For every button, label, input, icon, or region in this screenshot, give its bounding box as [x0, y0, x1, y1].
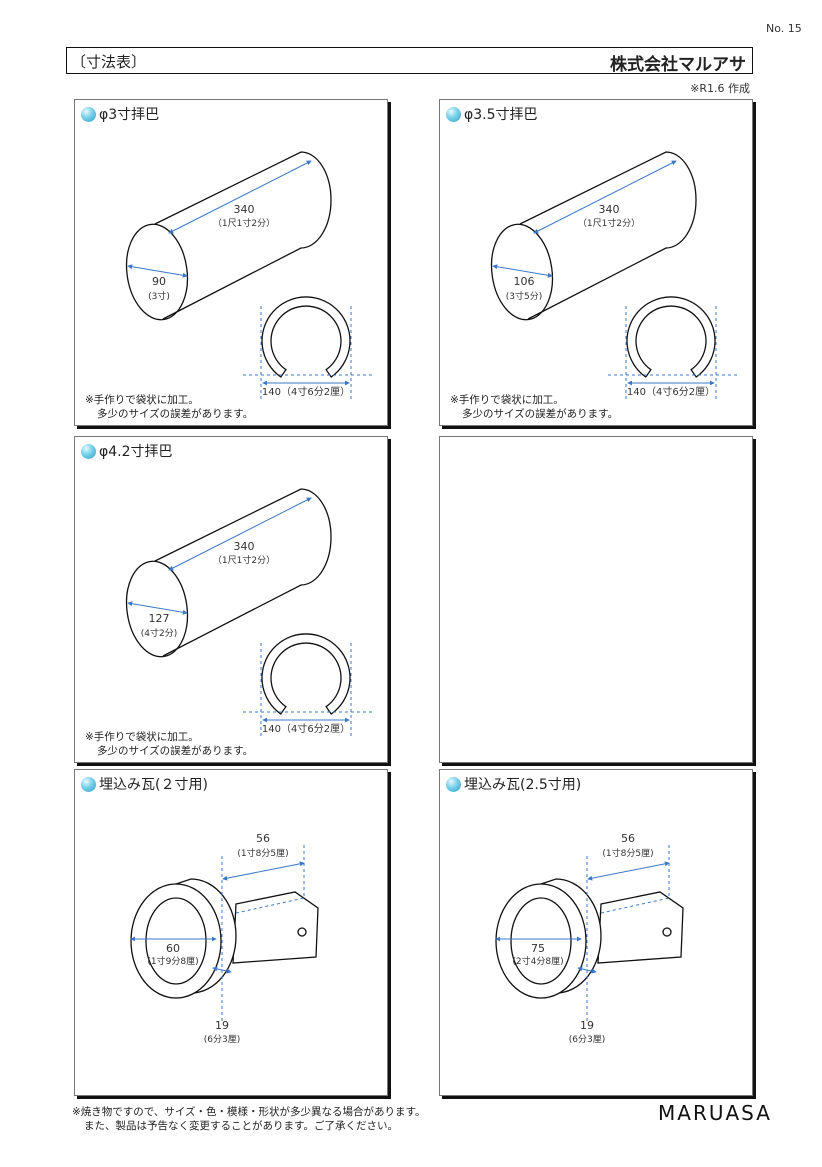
tile-drawing: 56 (1寸8分5厘) 75 (2寸4分8厘) 19 (6分3厘) [495, 832, 684, 1045]
ring-section [261, 633, 351, 715]
note-line1: ※手作りで袋状に加工。 [85, 394, 199, 406]
dimension-label-rim: 19 [215, 1019, 229, 1032]
dimension-label-rim: 19 [580, 1019, 594, 1032]
note-line1: ※手作りで袋状に加工。 [450, 394, 564, 406]
panel-title: 埋込み瓦(2.5寸用) [464, 777, 582, 793]
cylinder-drawing: 340 （1尺1寸2分） 106 (3寸5分) 140（4寸6分2厘） [490, 151, 738, 402]
page-title: 〔寸法表〕 [71, 53, 147, 71]
cylinder-end [125, 560, 189, 658]
footer-note-1: ※焼き物ですので、サイズ・色・模様・形状が多少異なる場合があります。 [72, 1106, 426, 1118]
dimension-label-diameter: 106 [514, 275, 535, 288]
dimension-label-rim-sun: (6分3厘) [204, 1034, 240, 1045]
bullet-ball-icon [446, 107, 461, 122]
panel-title: φ4.2寸拝巴 [99, 444, 173, 460]
note-line1: ※手作りで袋状に加工。 [85, 731, 199, 743]
cylinder-end [125, 223, 189, 321]
panel-phi4-2: 340 （1尺1寸2分） 127 (4寸2分) 140（4寸6分2厘） φ4.2… [74, 436, 388, 763]
panel-title: 埋込み瓦(２寸用) [99, 777, 208, 793]
cylinder-drawing: 340 （1尺1寸2分） 90 (3寸) 140（4寸6分2厘） [125, 151, 373, 402]
note-line2: 多少のサイズの誤差があります。 [97, 408, 254, 420]
panel-tile-2-5sun: 56 (1寸8分5厘) 75 (2寸4分8厘) 19 (6分3厘) 埋込み瓦(2… [439, 769, 753, 1096]
footer-note-2: また、製品は予告なく変更することがあります。ご了承ください。 [84, 1120, 398, 1132]
dimension-label-diameter-sun: (3寸) [148, 290, 170, 302]
panel-title: φ3寸拝巴 [99, 107, 160, 123]
dimension-label-diameter-sun: (3寸5分) [506, 290, 542, 302]
dimension-label-diameter: 127 [149, 612, 170, 625]
page-number: No. 15 [766, 22, 802, 35]
panel-title: φ3.5寸拝巴 [464, 107, 538, 123]
panel-phi3-5: 340 （1尺1寸2分） 106 (3寸5分) 140（4寸6分2厘） φ3.5… [439, 99, 753, 426]
dimension-label-length-sun: （1尺1寸2分） [213, 217, 275, 229]
dimension-label-length-sun: （1尺1寸2分） [213, 554, 275, 566]
panel-phi3: 340 （1尺1寸2分） 90 (3寸) 140（4寸6分2厘） φ3寸拝巴 ※… [74, 99, 388, 426]
cylinder-body [154, 151, 332, 320]
company-name: 株式会社マルアサ [610, 55, 746, 75]
dimension-label-length-sun: （1尺1寸2分） [578, 217, 640, 229]
dimension-label-diameter: 75 [531, 942, 545, 955]
dimension-label-diameter: 90 [152, 275, 166, 288]
header-bar: 〔寸法表〕 株式会社マルアサ [66, 47, 753, 75]
dimension-label-length: 340 [599, 203, 620, 216]
dimension-label-diameter: 60 [166, 942, 180, 955]
dimension-label-length: 340 [234, 540, 255, 553]
bullet-ball-icon [81, 777, 96, 792]
dimension-label-length: 340 [234, 203, 255, 216]
tile-drawing: 56 (1寸8分5厘) 60 (1寸9分8厘) 19 (6分3厘) [130, 832, 319, 1045]
cylinder-end [490, 223, 554, 321]
dimension-label-diameter-sun: (2寸4分8厘) [512, 955, 563, 967]
panel-empty [439, 436, 753, 763]
dimension-label-depth: 56 [256, 832, 270, 845]
dimension-label-ring: 140（4寸6分2厘） [262, 385, 350, 398]
dimension-label-depth-sun: (1寸8分5厘) [602, 847, 653, 859]
ring-section [261, 296, 351, 378]
maruasa-logo: MARUASA [658, 1101, 772, 1125]
dimension-label-diameter-sun: (4寸2分) [141, 627, 177, 639]
dimension-label-diameter-sun: (1寸9分8厘) [147, 955, 198, 967]
dimension-label-rim-sun: (6分3厘) [569, 1034, 605, 1045]
cylinder-body [154, 488, 332, 657]
note-line2: 多少のサイズの誤差があります。 [462, 408, 619, 420]
dimension-label-depth: 56 [621, 832, 635, 845]
note-line2: 多少のサイズの誤差があります。 [97, 745, 254, 757]
dimension-label-ring: 140（4寸6分2厘） [627, 385, 715, 398]
bullet-ball-icon [446, 777, 461, 792]
bullet-ball-icon [81, 107, 96, 122]
dimension-label-depth-sun: (1寸8分5厘) [237, 847, 288, 859]
dimension-label-ring: 140（4寸6分2厘） [262, 722, 350, 735]
cylinder-drawing: 340 （1尺1寸2分） 127 (4寸2分) 140（4寸6分2厘） [125, 488, 373, 739]
cylinder-body [519, 151, 697, 320]
created-date: ※R1.6 作成 [690, 82, 750, 95]
panel-tile-2sun: 56 (1寸8分5厘) 60 (1寸9分8厘) 19 (6分3厘) 埋込み瓦(２… [74, 769, 388, 1096]
ring-section [626, 296, 716, 378]
bullet-ball-icon [81, 444, 96, 459]
